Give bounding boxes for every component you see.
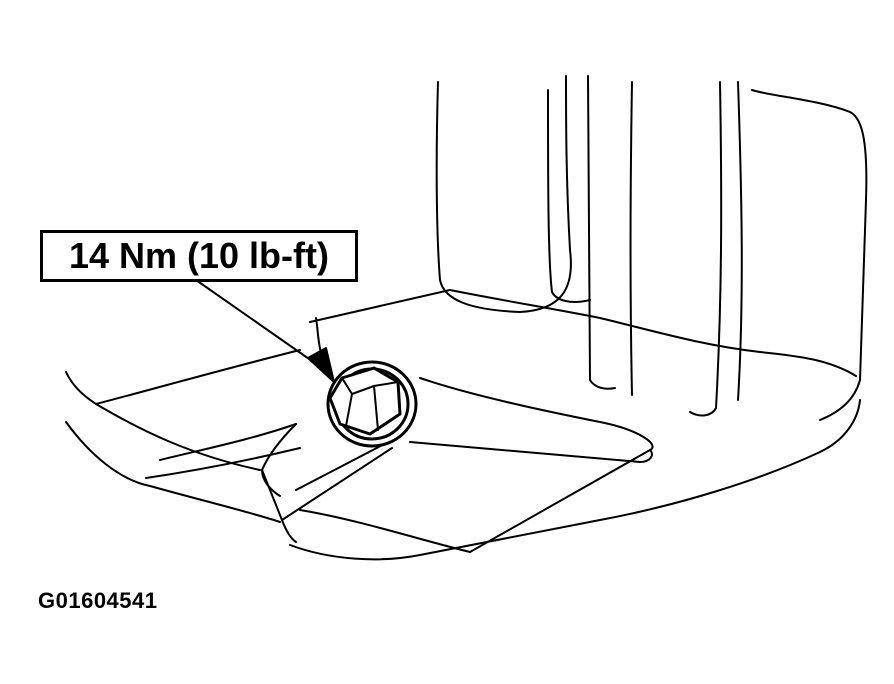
torque-spec-callout: 14 Nm (10 lb-ft) bbox=[40, 230, 358, 282]
torque-spec-label: 14 Nm (10 lb-ft) bbox=[68, 235, 330, 276]
oil-pan-outline bbox=[65, 75, 868, 561]
figure-id-label: G01604541 bbox=[38, 588, 158, 613]
callout-leader-arrow bbox=[195, 279, 335, 383]
drain-plug-bolt bbox=[326, 360, 418, 448]
